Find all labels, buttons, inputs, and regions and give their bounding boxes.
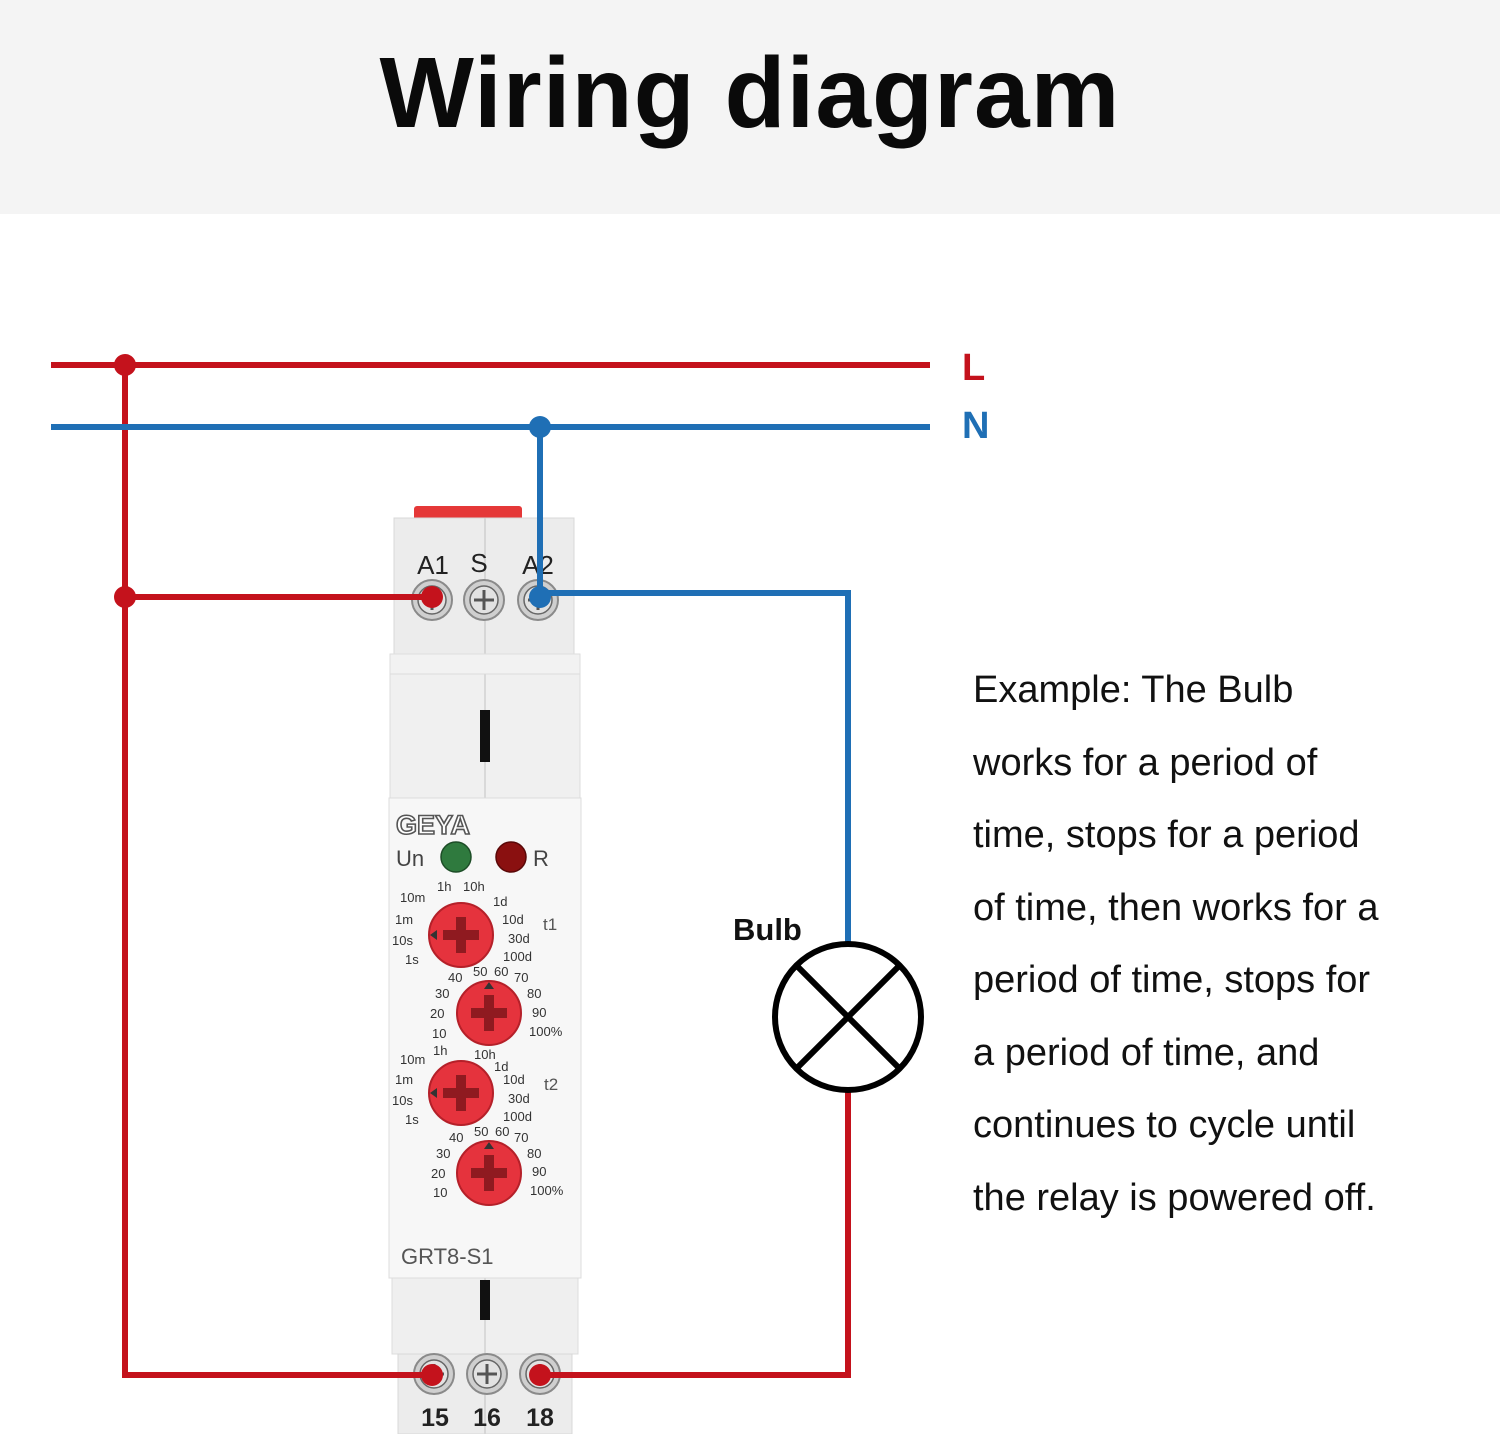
dial3-label-1h: 1h [433,1043,447,1058]
junction-dot-icon [114,354,136,376]
description-line: the relay is powered off. [973,1176,1376,1219]
dial3-label-1d: 1d [494,1059,508,1074]
dial2-label-70: 70 [514,970,528,985]
led-green-icon [440,841,472,873]
dial3-label-100d: 100d [503,1109,532,1124]
dial2-label-10: 10 [432,1026,446,1041]
neutral-wire-to-bulb [540,590,851,944]
led-label-un: Un [396,846,424,871]
model-label: GRT8-S1 [401,1244,494,1269]
line-label-n: N [962,405,989,447]
terminal-label-15: 15 [421,1404,449,1432]
dial2-label-40: 40 [448,970,462,985]
dial1-label-10d: 10d [502,912,524,927]
dial1-label-10m: 10m [400,890,425,905]
dial1-label-10h: 10h [463,879,485,894]
terminal-screw-s [463,579,505,621]
terminal-dot-a2-icon [529,586,551,608]
dial4-label-10: 10 [433,1185,447,1200]
description-line: time, stops for a period [973,814,1360,856]
dial2-label-20: 20 [430,1006,444,1021]
dial4-label-70: 70 [514,1130,528,1145]
range-dial-t2[interactable] [428,1060,494,1126]
description-line: Example: The Bulb [973,669,1294,711]
dial1-label-100d: 100d [503,949,532,964]
dial4-label-30: 30 [436,1146,450,1161]
dial-label-t1: t1 [543,915,557,934]
dial3-label-1s: 1s [405,1112,419,1127]
terminal-screw-16 [466,1353,508,1395]
dial4-label-40: 40 [449,1130,463,1145]
dial1-label-30d: 30d [508,931,530,946]
percent-dial-t2[interactable] [456,1140,522,1206]
description-line: a period of time, and [973,1031,1320,1074]
dial4-label-50: 50 [474,1124,488,1139]
terminal-dot-a1-icon [421,586,443,608]
terminal-label-16: 16 [473,1404,501,1432]
bulb-lamp-icon [772,941,924,1093]
dial2-label-30: 30 [435,986,449,1001]
terminal-dot-18-icon [529,1364,551,1386]
terminal-label-18: 18 [526,1404,554,1432]
dial1-label-1m: 1m [395,912,413,927]
dial1-label-10s: 10s [392,933,413,948]
description-line: continues to cycle until [973,1104,1356,1146]
dial3-label-30d: 30d [508,1091,530,1106]
switched-wire-18-to-bulb [540,1092,851,1378]
dial1-label-1d: 1d [493,894,507,909]
led-red-icon [495,841,527,873]
bulb-label: Bulb [733,912,802,947]
page-title: Wiring diagram [379,36,1121,149]
dial3-label-10s: 10s [392,1093,413,1108]
dial3-label-10m: 10m [400,1052,425,1067]
brand-logo: GEYA [396,810,470,840]
terminal-label-a1: A1 [417,550,449,580]
upper-slot [480,710,490,762]
junction-dot-icon [114,586,136,608]
description-line: period of time, stops for [973,959,1371,1001]
dial3-label-10d: 10d [503,1072,525,1087]
dial2-label-90: 90 [532,1005,546,1020]
dial3-label-1m: 1m [395,1072,413,1087]
dial4-label-90: 90 [532,1164,546,1179]
header-banner: Wiring diagram [0,0,1500,214]
dial3-label-10h: 10h [474,1047,496,1062]
terminal-label-s: S [470,548,487,578]
line-label-l: L [962,347,985,389]
dial2-label-80: 80 [527,986,541,1001]
led-label-r: R [533,846,549,871]
junction-dot-icon [529,416,551,438]
live-wire-to-15 [122,365,432,1378]
dial1-label-1h: 1h [437,879,451,894]
terminal-dot-15-icon [421,1364,443,1386]
range-dial-t1[interactable] [428,902,494,968]
dial4-label-60: 60 [495,1124,509,1139]
dial1-label-1s: 1s [405,952,419,967]
dial2-label-50: 50 [473,964,487,979]
description-line: of time, then works for a [973,886,1379,929]
dial-label-t2: t2 [544,1075,558,1094]
dial4-label-80: 80 [527,1146,541,1161]
lower-slot [480,1280,490,1320]
percent-dial-t1[interactable] [456,980,522,1046]
dial2-label-60: 60 [494,964,508,979]
dial2-label-100: 100% [529,1024,563,1039]
description-text: Example: The Bulb works for a period of … [973,654,1473,1234]
description-line: works for a period of [973,741,1318,784]
dial4-label-20: 20 [431,1166,445,1181]
dial4-label-100: 100% [530,1183,564,1198]
